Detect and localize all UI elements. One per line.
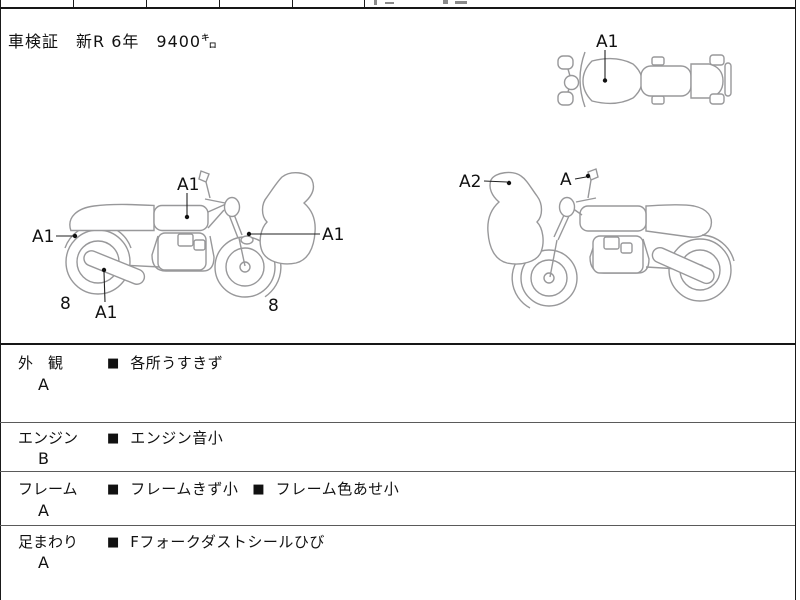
annotation-label: A2 bbox=[459, 172, 481, 192]
note-bullet-icon: ■ bbox=[107, 356, 120, 371]
row-divider bbox=[0, 422, 795, 423]
note-text: Fフォークダストシールひび bbox=[130, 533, 325, 551]
note-bullet-icon: ■ bbox=[107, 535, 120, 550]
grade-value: B bbox=[38, 449, 49, 468]
grade-value: A bbox=[38, 553, 49, 572]
annotation-a1-exhaust: A1 bbox=[95, 267, 117, 323]
table-row-frame: フレーム A ■ フレームきず小 ■ フレーム色あせ小 bbox=[0, 471, 800, 525]
clipped-text-fragment bbox=[374, 0, 377, 5]
grade-value: A bbox=[38, 501, 49, 520]
table-row-exterior: 外 観 A ■ 各所うすきず bbox=[0, 345, 800, 422]
note-bullet-icon: ■ bbox=[107, 482, 120, 497]
motorcycle-top-view-diagram: A1 bbox=[557, 32, 732, 108]
annotation-label: A1 bbox=[95, 303, 117, 323]
note-text: エンジン音小 bbox=[130, 429, 224, 447]
vehicle-registration-note: 車検証 新R 6年 9400㌔ bbox=[8, 32, 219, 51]
note-text: フレーム色あせ小 bbox=[275, 480, 400, 498]
table-row-undercarriage: 足まわり A ■ Fフォークダストシールひび bbox=[0, 525, 800, 600]
clipped-text-fragment bbox=[443, 0, 448, 4]
annotation-label: A1 bbox=[322, 225, 344, 245]
clipped-text-fragment bbox=[455, 1, 467, 4]
annotation-label: A bbox=[560, 170, 572, 190]
row-divider bbox=[0, 525, 795, 526]
right-border bbox=[795, 0, 796, 600]
top-border bbox=[0, 7, 796, 9]
annotation-label: A1 bbox=[32, 227, 54, 247]
annotation-label: A1 bbox=[596, 32, 618, 52]
note-text: 各所うすきず bbox=[130, 354, 224, 372]
motorcycle-right-side-diagram: A2 A bbox=[459, 168, 735, 309]
tread-depth-front: 8 bbox=[268, 296, 279, 316]
note-bullet-icon: ■ bbox=[107, 431, 120, 446]
section-label: エンジン bbox=[18, 429, 79, 447]
row-divider bbox=[0, 471, 795, 472]
left-border bbox=[0, 0, 1, 600]
note-bullet-icon: ■ bbox=[252, 482, 265, 497]
clipped-text-fragment bbox=[385, 2, 394, 4]
annotation-a1-tank-top: A1 bbox=[596, 32, 618, 83]
annotation-a1-rear-fender: A1 bbox=[32, 227, 78, 247]
annotation-a1-tank: A1 bbox=[177, 175, 199, 220]
grade-value: A bbox=[38, 375, 49, 394]
annotation-a1-front: A1 bbox=[246, 225, 344, 245]
header-cell-divider bbox=[219, 0, 220, 7]
section-label: 外 観 bbox=[18, 354, 64, 372]
section-label: フレーム bbox=[18, 480, 78, 498]
header-cell-divider bbox=[292, 0, 293, 7]
note-text: フレームきず小 bbox=[130, 480, 239, 498]
motorcycle-left-side-diagram: A1 A1 A1 A1 8 8 bbox=[32, 170, 344, 323]
header-cell-divider bbox=[146, 0, 147, 7]
table-top-border bbox=[0, 343, 796, 345]
table-row-engine: エンジン B ■ エンジン音小 bbox=[0, 422, 800, 471]
annotation-a-mirror: A bbox=[560, 170, 591, 190]
section-label: 足まわり bbox=[18, 533, 79, 551]
motorcycle-right-side-outline bbox=[487, 168, 735, 309]
annotation-a2-cowl: A2 bbox=[459, 172, 512, 192]
motorcycle-left-side-outline bbox=[64, 170, 316, 298]
header-cell-divider bbox=[364, 0, 365, 7]
motorcycle-top-view-outline bbox=[557, 51, 732, 108]
header-cell-divider bbox=[73, 0, 74, 7]
annotation-label: A1 bbox=[177, 175, 199, 195]
tread-depth-rear: 8 bbox=[60, 294, 71, 314]
